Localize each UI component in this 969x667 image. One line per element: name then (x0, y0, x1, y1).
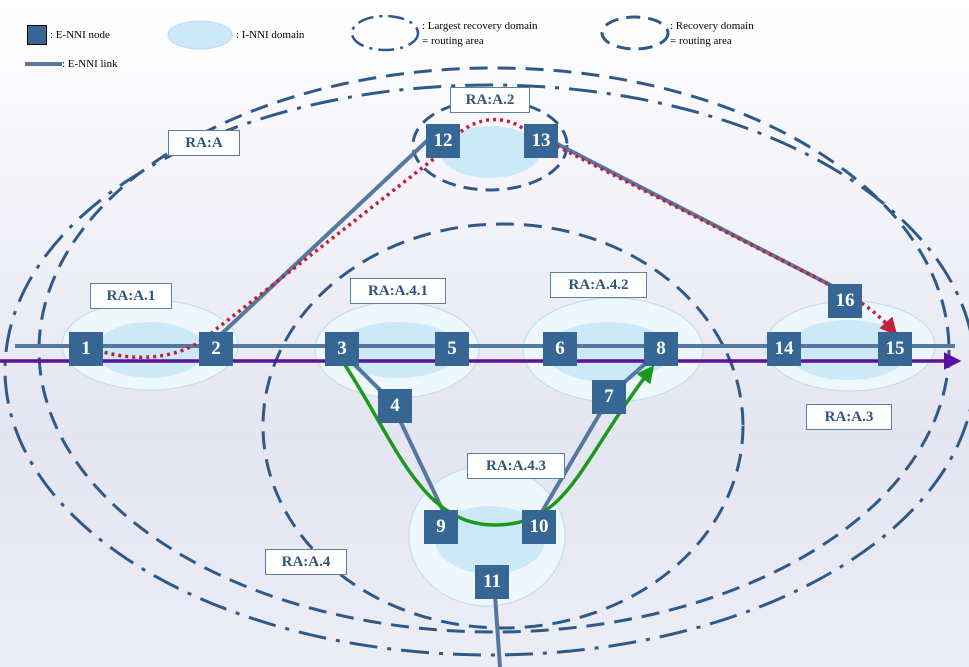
enni-node-15: 15 (878, 332, 912, 366)
ra-a43-label: RA:A.4.3 (467, 453, 565, 479)
enni-node-5: 5 (435, 332, 469, 366)
ra-a2-label: RA:A.2 (450, 87, 530, 113)
legend-recovery-symbol (600, 15, 670, 51)
red-dotted-path-arrow (84, 117, 898, 359)
enni-link-11-down (493, 594, 502, 667)
enni-node-12: 12 (426, 124, 460, 158)
legend-inni-domain-label: : I-NNI domain (236, 29, 305, 41)
enni-link-4-9 (393, 409, 447, 516)
enni-link-10-7 (538, 403, 607, 517)
domain-ra-a-outline (37, 66, 951, 634)
legend-largest-recovery-label-2: = routing area (422, 35, 484, 47)
enni-node-7: 7 (592, 380, 626, 414)
inni-cloud-a41 (336, 322, 460, 378)
ra-a42-label: RA:A.4.2 (550, 272, 647, 298)
legend-node-icon (27, 25, 47, 45)
legend-largest-recovery-label-1: : Largest recovery domain (422, 20, 538, 32)
inni-cloud-a1 (95, 322, 205, 378)
enni-node-10: 10 (522, 510, 556, 544)
enni-node-4: 4 (378, 389, 412, 423)
enni-node-6: 6 (543, 332, 577, 366)
legend-enni-link-label: : E-NNI link (62, 58, 118, 70)
ra-a-label: RA:A (168, 130, 240, 156)
ra-a4-label: RA:A.4 (265, 549, 347, 575)
ra-a3-label: RA:A.3 (806, 404, 892, 430)
enni-node-3: 3 (325, 332, 359, 366)
domain-ra-a4-outline (261, 222, 745, 630)
ra-a41-label: RA:A.4.1 (350, 278, 446, 304)
enni-node-14: 14 (767, 332, 801, 366)
legend-cloud-icon (167, 20, 233, 50)
enni-link-2-12 (213, 136, 432, 342)
enni-node-9: 9 (424, 510, 458, 544)
legend-recovery-label-1: : Recovery domain (670, 20, 754, 32)
inni-cloud-a2 (440, 126, 540, 178)
legend-enni-node-label: : E-NNI node (50, 29, 110, 41)
largest-recovery-domain-outline (3, 83, 969, 657)
enni-node-16: 16 (828, 284, 862, 318)
green-path-arrow (341, 361, 655, 527)
enni-node-2: 2 (199, 332, 233, 366)
enni-node-8: 8 (644, 332, 678, 366)
enni-node-11: 11 (475, 565, 509, 599)
enni-node-1: 1 (69, 332, 103, 366)
ra-a1-label: RA:A.1 (90, 283, 172, 309)
enni-node-13: 13 (524, 124, 558, 158)
legend-recovery-label-2: = routing area (670, 35, 732, 47)
legend-largest-recovery-symbol (350, 14, 420, 52)
